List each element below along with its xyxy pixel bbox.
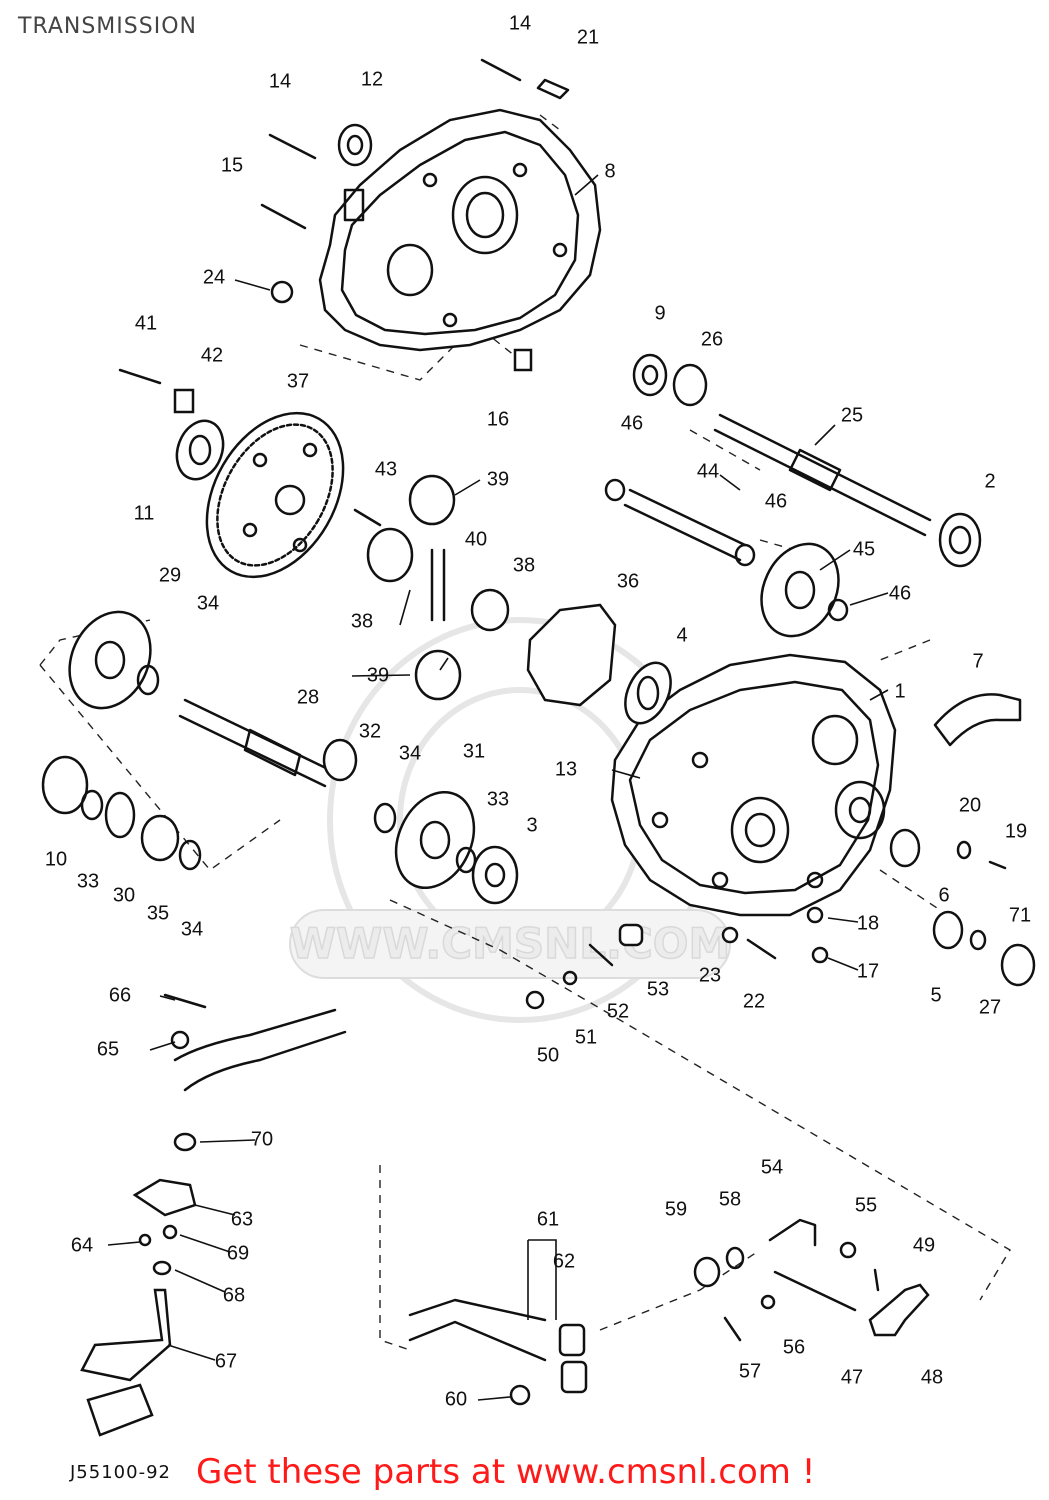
- shafts: [178, 413, 932, 788]
- callout-43: 43: [375, 458, 397, 480]
- callout-53: 53: [647, 978, 669, 1000]
- callout-54: 54: [761, 1156, 783, 1178]
- callout-3: 3: [526, 814, 537, 836]
- callout-46: 46: [621, 412, 643, 434]
- callout-32: 32: [359, 720, 381, 742]
- ring-gear-37: [205, 411, 345, 579]
- callout-39: 39: [487, 468, 509, 490]
- callout-42: 42: [201, 344, 223, 366]
- callout-24: 24: [203, 266, 225, 288]
- callout-44: 44: [697, 460, 719, 482]
- callout-34: 34: [197, 592, 219, 614]
- bearings: [41, 123, 1036, 987]
- callout-22: 22: [743, 990, 765, 1012]
- callout-19: 19: [1005, 820, 1027, 842]
- callout-18: 18: [857, 912, 879, 934]
- callout-37: 37: [287, 370, 309, 392]
- assembly-lines: [39, 114, 1011, 1351]
- callout-56: 56: [783, 1336, 805, 1358]
- callout-11: 11: [134, 502, 155, 524]
- callout-58: 58: [719, 1188, 741, 1210]
- callout-47: 47: [841, 1366, 863, 1388]
- callout-55: 55: [855, 1194, 877, 1216]
- callout-26: 26: [701, 328, 723, 350]
- callout-33: 33: [77, 870, 99, 892]
- callout-40: 40: [465, 528, 487, 550]
- callout-62: 62: [553, 1250, 575, 1272]
- callout-63: 63: [231, 1208, 253, 1230]
- ad-banner[interactable]: Get these parts at www.cmsnl.com !: [196, 1452, 816, 1492]
- callout-45: 45: [853, 538, 875, 560]
- callout-48: 48: [921, 1366, 943, 1388]
- callout-41: 41: [135, 312, 157, 334]
- drawing-code: J55100-92: [70, 1462, 171, 1483]
- callout-34: 34: [399, 742, 421, 764]
- callout-5: 5: [930, 984, 941, 1006]
- callout-13: 13: [555, 758, 577, 780]
- callout-68: 68: [223, 1284, 245, 1306]
- callout-28: 28: [297, 686, 319, 708]
- callout-59: 59: [665, 1198, 687, 1220]
- callout-51: 51: [575, 1026, 597, 1048]
- callout-2: 2: [984, 470, 995, 492]
- callout-9: 9: [654, 302, 665, 324]
- callout-21: 21: [577, 26, 599, 48]
- callout-35: 35: [147, 902, 169, 924]
- callout-33: 33: [487, 788, 509, 810]
- watermark-text: WWW.CMSNL.COM: [290, 919, 731, 968]
- callout-52: 52: [607, 1000, 629, 1022]
- gears: [68, 363, 840, 890]
- callout-15: 15: [221, 154, 243, 176]
- leader-lines: [107, 174, 889, 1401]
- callout-29: 29: [159, 564, 181, 586]
- callout-30: 30: [113, 884, 135, 906]
- fasteners: [80, 58, 1022, 1437]
- callout-71: 71: [1009, 904, 1031, 926]
- main-case-1: [610, 653, 897, 917]
- callout-57: 57: [739, 1360, 761, 1382]
- callout-14: 14: [269, 70, 291, 92]
- callout-25: 25: [841, 404, 863, 426]
- page-title: TRANSMISSION: [18, 14, 197, 39]
- callout-64: 64: [71, 1234, 93, 1256]
- callout-labels: 1234567891011121314141516171819202122232…: [45, 12, 1031, 1410]
- callout-12: 12: [361, 68, 383, 90]
- callout-34: 34: [181, 918, 203, 940]
- callout-1: 1: [894, 680, 905, 702]
- callout-20: 20: [959, 794, 981, 816]
- callout-69: 69: [227, 1242, 249, 1264]
- cover-case-8: [318, 108, 602, 352]
- callout-67: 67: [215, 1350, 237, 1372]
- callout-17: 17: [857, 960, 879, 982]
- callout-39: 39: [367, 664, 389, 686]
- callout-31: 31: [463, 740, 485, 762]
- callout-23: 23: [699, 964, 721, 986]
- callout-10: 10: [45, 848, 67, 870]
- callout-46: 46: [765, 490, 787, 512]
- callout-27: 27: [979, 996, 1001, 1018]
- callout-70: 70: [251, 1128, 273, 1150]
- callout-8: 8: [604, 160, 615, 182]
- callout-14: 14: [509, 12, 531, 34]
- callout-4: 4: [676, 624, 687, 646]
- callout-38: 38: [351, 610, 373, 632]
- callout-16: 16: [487, 408, 509, 430]
- callout-65: 65: [97, 1038, 119, 1060]
- callout-61: 61: [537, 1208, 559, 1230]
- callout-36: 36: [617, 570, 639, 592]
- callout-50: 50: [537, 1044, 559, 1066]
- callout-49: 49: [913, 1234, 935, 1256]
- callout-46: 46: [889, 582, 911, 604]
- callout-38: 38: [513, 554, 535, 576]
- callout-7: 7: [972, 650, 983, 672]
- callout-6: 6: [938, 884, 949, 906]
- callout-60: 60: [445, 1388, 467, 1410]
- callout-66: 66: [109, 984, 131, 1006]
